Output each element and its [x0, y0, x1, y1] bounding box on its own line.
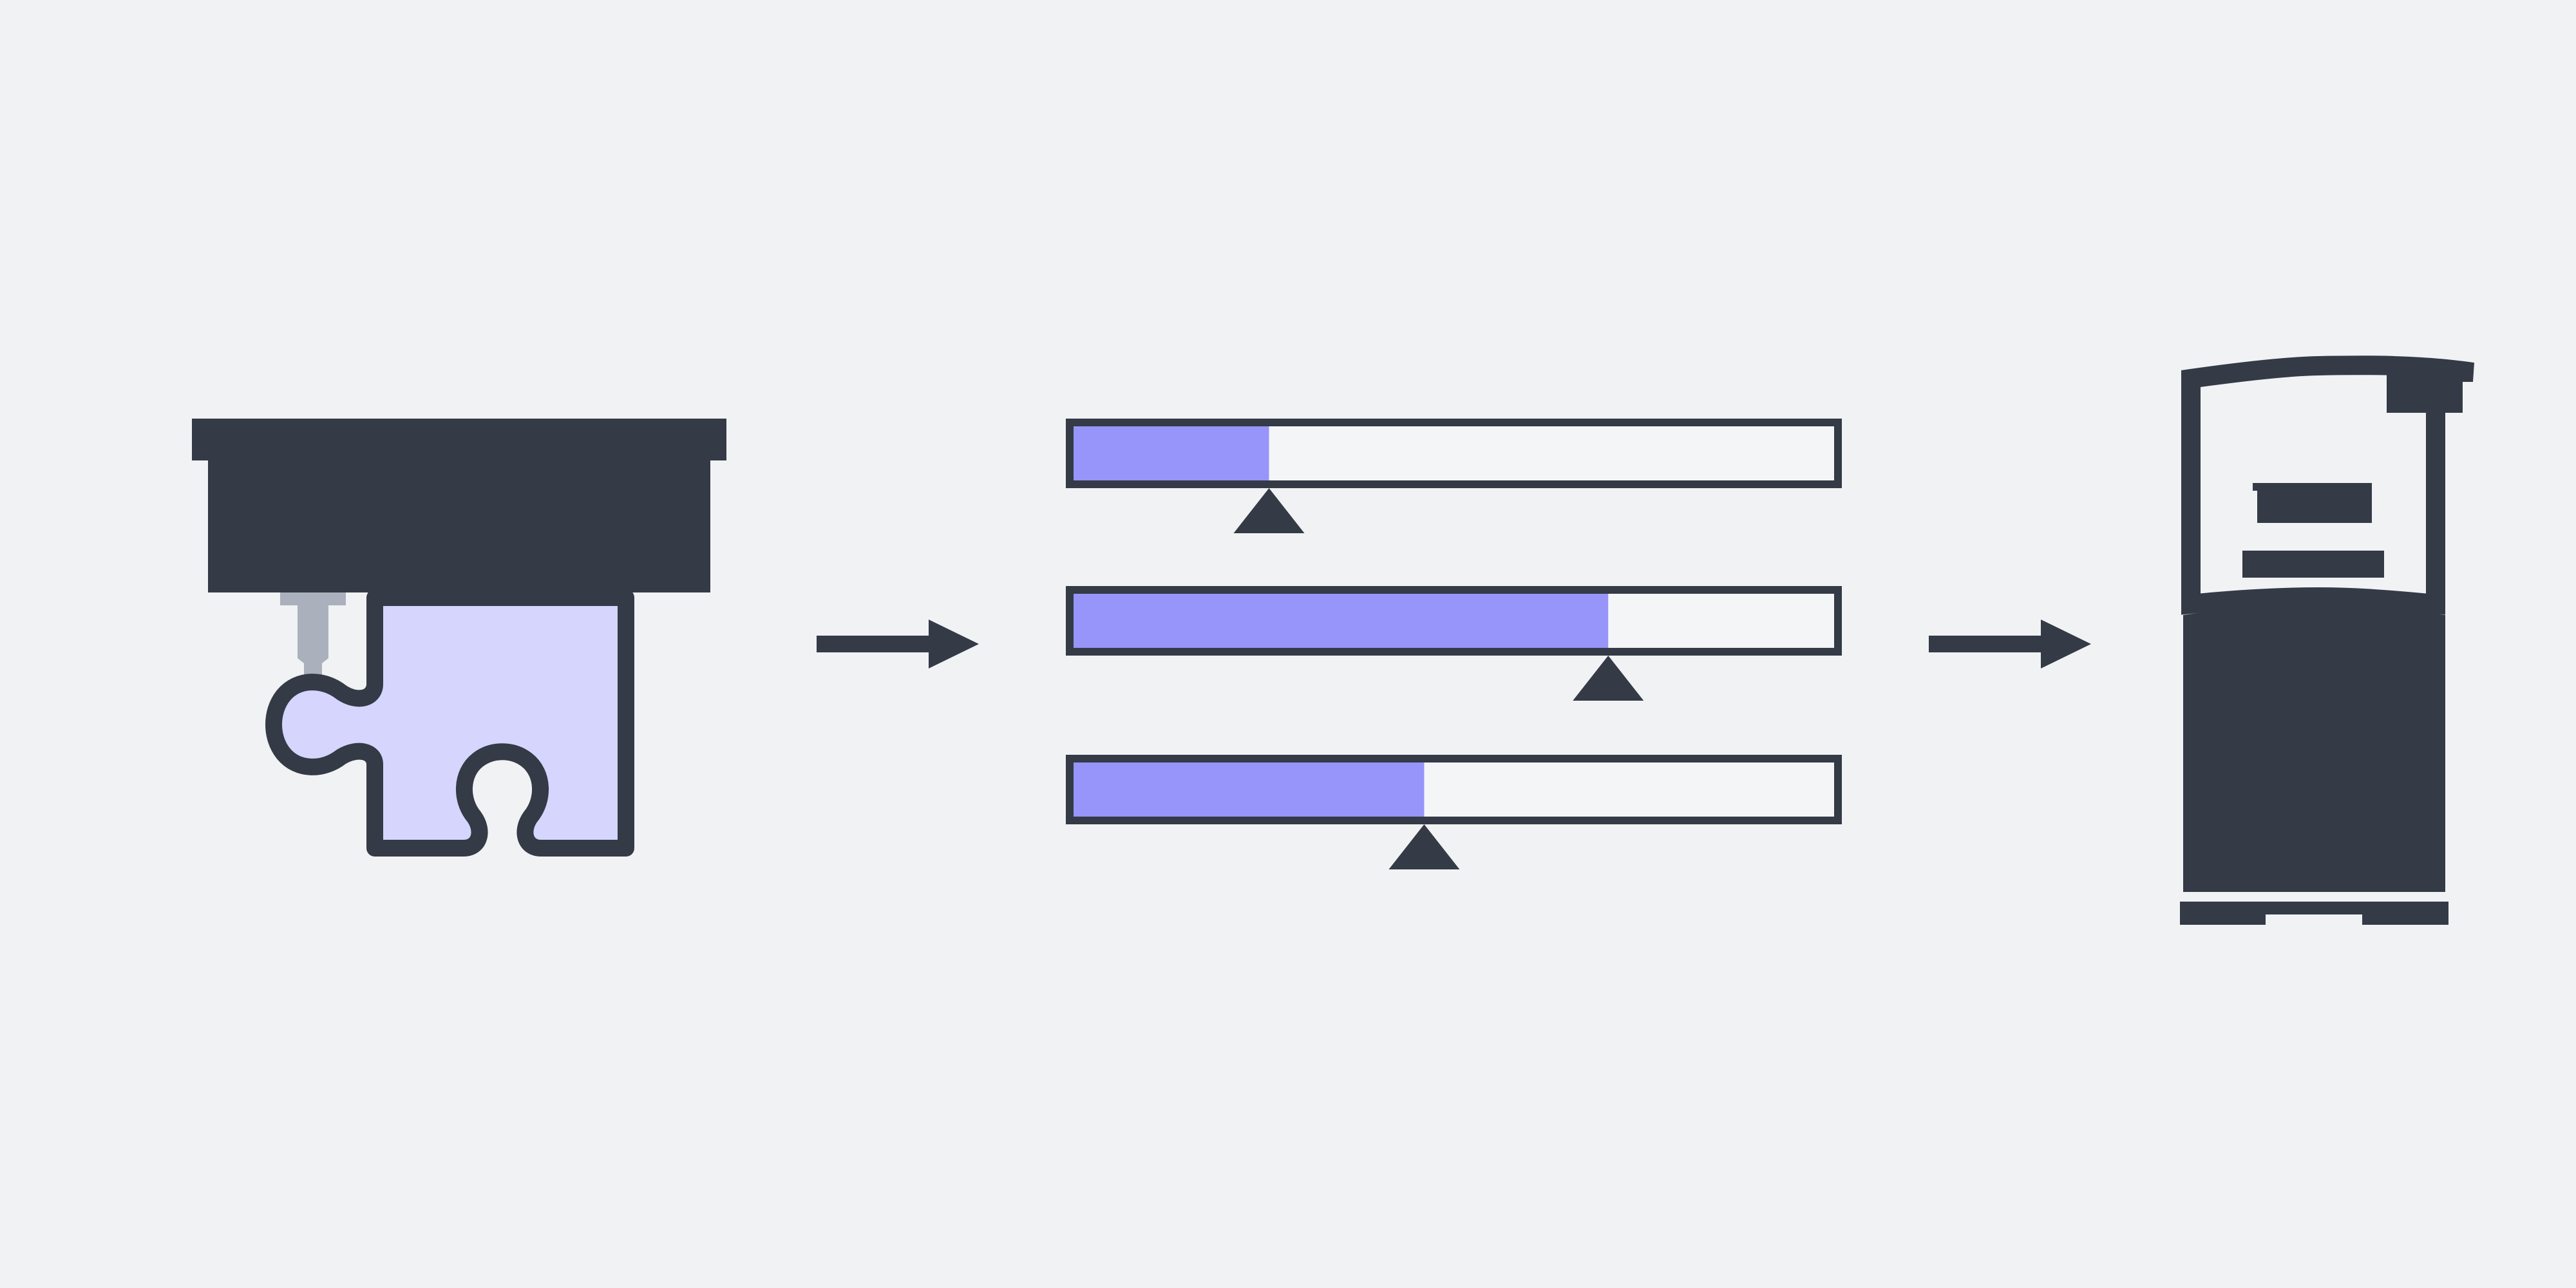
stage-level-sliders — [1066, 419, 1842, 869]
nozzle-icon — [280, 592, 346, 676]
level-slider-3 — [1066, 755, 1842, 869]
flow-arrow-2-icon — [1929, 620, 2091, 668]
slider-pointer-icon — [1233, 488, 1305, 533]
puzzle-piece-icon — [265, 589, 634, 857]
slider-fill — [1074, 594, 1609, 648]
slider-pointer-icon — [1573, 656, 1644, 701]
stage-nozzle-puzzle — [192, 419, 726, 857]
slider-border — [1066, 755, 1842, 824]
level-slider-1 — [1066, 419, 1842, 533]
level-slider-2 — [1066, 586, 1842, 701]
device-body — [2183, 605, 2445, 892]
device-base — [2180, 902, 2448, 925]
device-icon — [2180, 355, 2474, 925]
flow-arrow-1-icon — [817, 620, 979, 668]
slider-border — [1066, 419, 1842, 488]
slider-pointer-icon — [1388, 824, 1460, 869]
slider-fill — [1074, 762, 1425, 817]
device-top-compartment — [2181, 355, 2474, 615]
slider-border — [1066, 586, 1842, 656]
print-head-icon — [192, 419, 726, 592]
slider-fill — [1074, 426, 1269, 480]
